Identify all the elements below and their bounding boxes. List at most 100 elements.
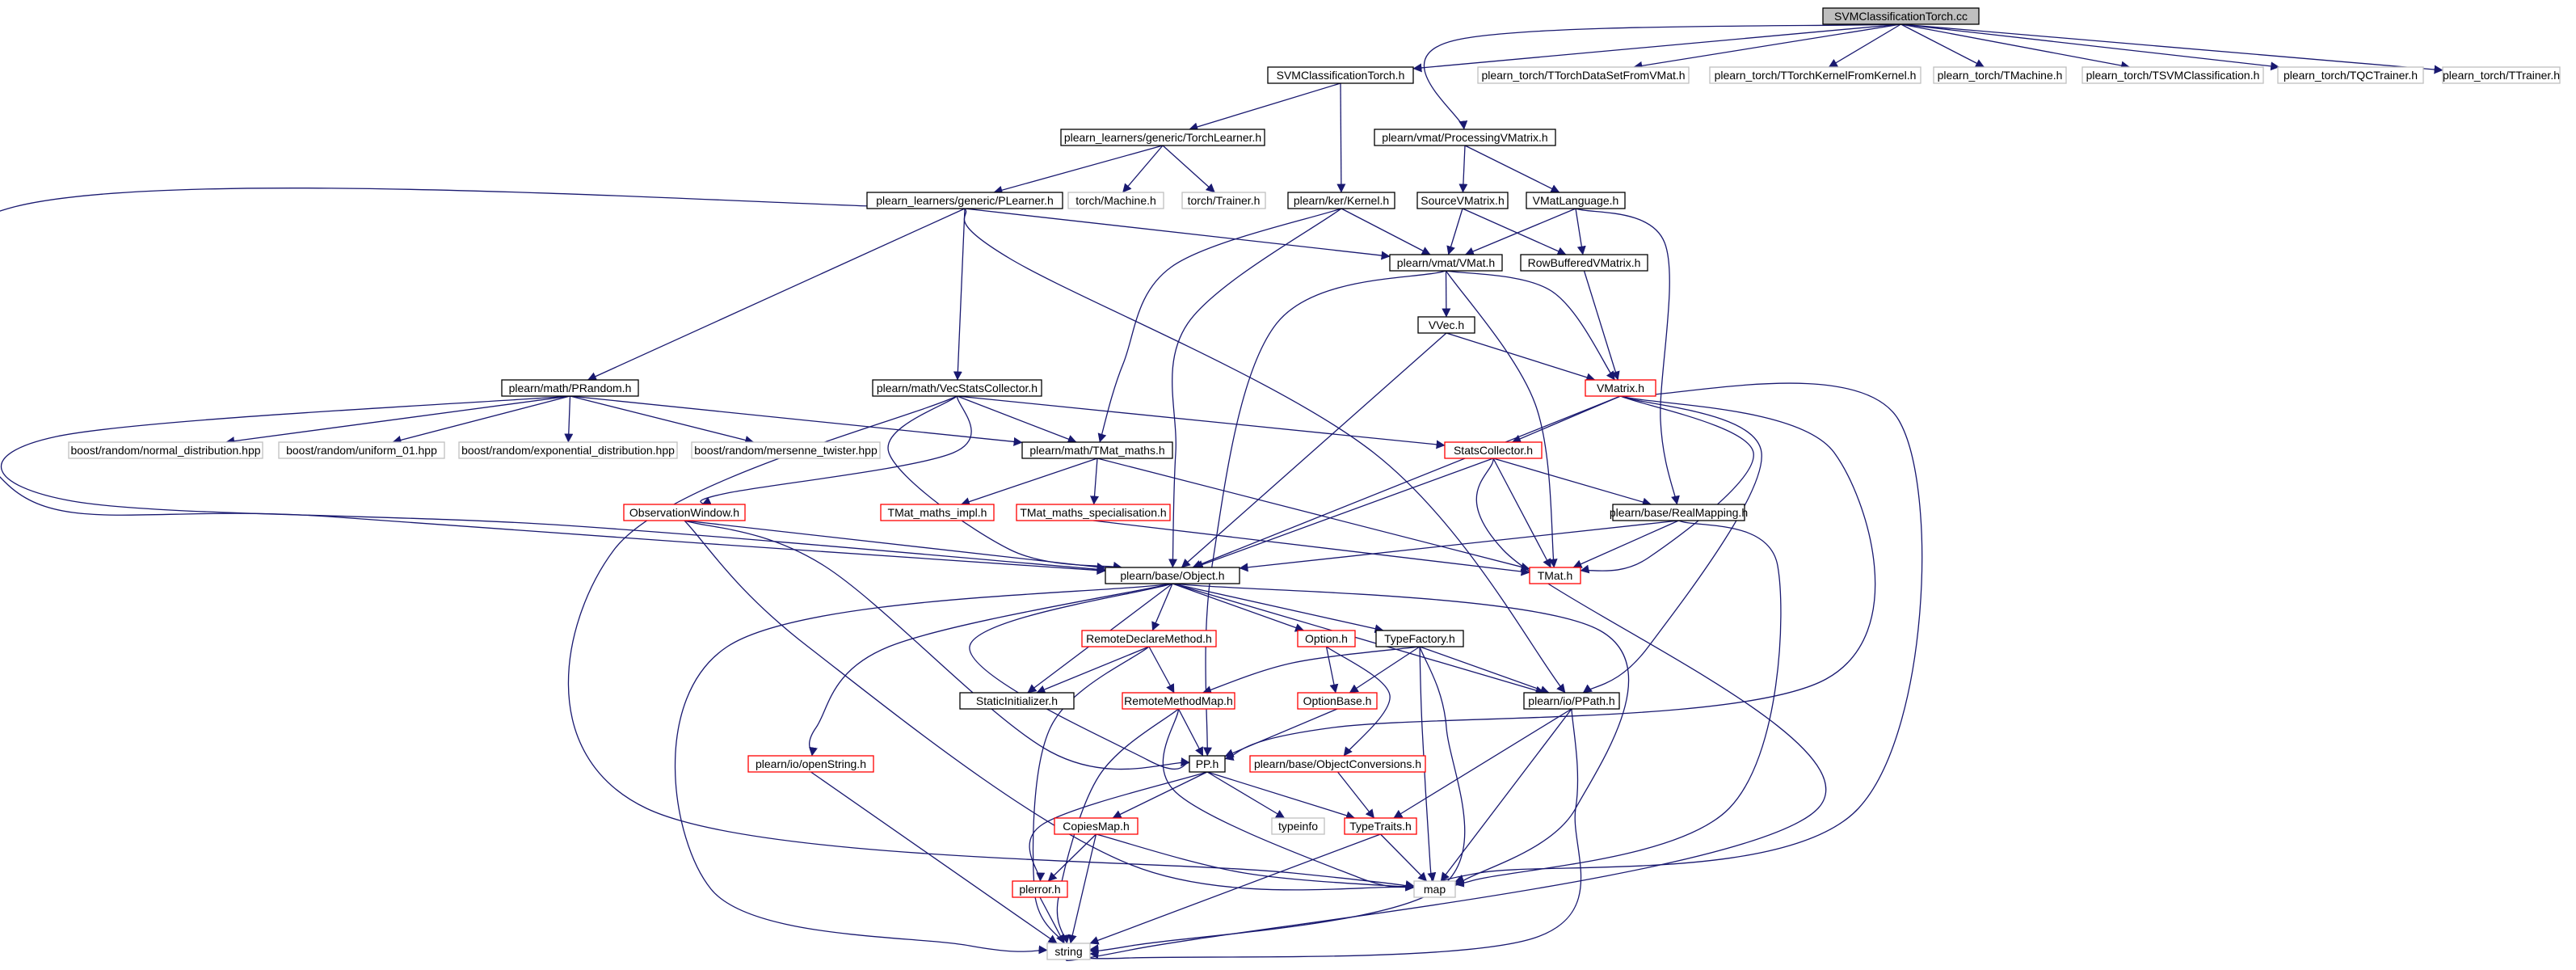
node-label: plearn/vmat/VMat.h bbox=[1397, 256, 1495, 269]
node-box bbox=[623, 504, 746, 521]
node-tt2[interactable]: TypeTraits.h bbox=[1344, 817, 1417, 835]
node-label: boost/random/exponential_distribution.hp… bbox=[461, 444, 675, 457]
node-rm[interactable]: plearn/base/RealMapping.h bbox=[1610, 504, 1748, 521]
edge-sc-to-rm bbox=[1492, 458, 1652, 507]
node-box bbox=[1249, 755, 1426, 773]
node-vmat[interactable]: plearn/vmat/VMat.h bbox=[1389, 254, 1503, 272]
node-cm[interactable]: CopiesMap.h bbox=[1054, 817, 1139, 835]
node-tl[interactable]: plearn_learners/generic/TorchLearner.h bbox=[1060, 129, 1265, 146]
edge-rbvm-to-vmx bbox=[1583, 270, 1620, 381]
edge-obj-to-tf bbox=[1172, 583, 1384, 634]
node-box bbox=[1822, 7, 1980, 25]
edge-vmat-to-vmx bbox=[1446, 270, 1615, 381]
node-svmh[interactable]: SVMClassificationTorch.h bbox=[1267, 66, 1414, 84]
node-prand[interactable]: plearn/math/PRandom.h bbox=[501, 379, 639, 397]
edge-tmm-to-tmi bbox=[961, 458, 1098, 506]
node-opt[interactable]: Option.h bbox=[1297, 630, 1356, 647]
node-label: StatsCollector.h bbox=[1454, 444, 1533, 457]
node-bu01: boost/random/uniform_01.hpp bbox=[278, 441, 445, 459]
node-tms[interactable]: TMat_maths_specialisation.h bbox=[1016, 504, 1171, 521]
node-ti: typeinfo bbox=[1271, 817, 1325, 835]
edge-vmat-to-pp bbox=[1202, 270, 1446, 757]
edge-vml-to-vmat bbox=[1464, 208, 1576, 256]
node-rmm[interactable]: RemoteMethodMap.h bbox=[1122, 692, 1235, 710]
edge-tmm-to-tmat bbox=[1096, 458, 1530, 571]
node-box bbox=[1709, 66, 1921, 84]
edge-prand-to-bnd bbox=[225, 395, 570, 446]
node-vml[interactable]: VMatLanguage.h bbox=[1526, 192, 1626, 209]
edge-vml-to-rm bbox=[1575, 208, 1680, 505]
node-rbvm[interactable]: RowBufferedVMatrix.h bbox=[1520, 254, 1648, 272]
edge-rdm-to-si bbox=[1036, 646, 1150, 694]
edge-tf-to-ob bbox=[1349, 646, 1421, 694]
node-label: boost/random/mersenne_twister.hpp bbox=[694, 444, 878, 457]
node-pvm[interactable]: plearn/vmat/ProcessingVMatrix.h bbox=[1374, 129, 1556, 146]
edge-rdm-to-rmm bbox=[1148, 646, 1175, 694]
edge-pvm-to-vml bbox=[1464, 145, 1560, 193]
node-box bbox=[2277, 66, 2424, 84]
node-label: TypeFactory.h bbox=[1384, 632, 1455, 645]
node-tf[interactable]: TypeFactory.h bbox=[1375, 630, 1464, 647]
node-vvec[interactable]: VVec.h bbox=[1417, 316, 1475, 334]
edge-ob-to-pp bbox=[1224, 708, 1338, 757]
edge-sc-to-tmat bbox=[1492, 458, 1551, 568]
node-root[interactable]: SVMClassificationTorch.cc bbox=[1822, 7, 1980, 25]
node-tmat[interactable]: TMat.h bbox=[1529, 567, 1581, 584]
node-label: TMat.h bbox=[1538, 569, 1573, 582]
node-label: VMatrix.h bbox=[1597, 382, 1644, 394]
edge-vmx-to-ppath bbox=[1582, 395, 1762, 694]
node-box bbox=[1060, 129, 1265, 146]
node-vmx[interactable]: VMatrix.h bbox=[1585, 379, 1656, 397]
edge-ow-to-pp bbox=[684, 520, 1190, 770]
node-label: CopiesMap.h bbox=[1063, 820, 1130, 833]
edge-prand-to-bmt bbox=[570, 395, 755, 445]
node-si[interactable]: StaticInitializer.h bbox=[959, 692, 1075, 710]
node-box bbox=[1523, 692, 1620, 710]
node-label: TMat_maths_impl.h bbox=[888, 506, 987, 519]
node-rdm[interactable]: RemoteDeclareMethod.h bbox=[1081, 630, 1217, 647]
node-pp[interactable]: PP.h bbox=[1189, 755, 1226, 773]
node-box bbox=[1297, 630, 1356, 647]
node-bexp: boost/random/exponential_distribution.hp… bbox=[458, 441, 678, 459]
node-label: SVMClassificationTorch.h bbox=[1277, 69, 1405, 82]
edge-svmx-to-rbvm bbox=[1462, 208, 1567, 255]
edge-obj-to-rdm bbox=[1151, 583, 1173, 631]
node-ow[interactable]: ObservationWindow.h bbox=[623, 504, 746, 521]
node-svmx[interactable]: SourceVMatrix.h bbox=[1416, 192, 1509, 209]
node-box bbox=[1067, 192, 1164, 209]
edge-vsc-to-sc bbox=[957, 395, 1446, 449]
edge-tl-to-pl bbox=[993, 145, 1164, 195]
node-tmm[interactable]: plearn/math/TMat_maths.h bbox=[1021, 441, 1173, 459]
node-box bbox=[1271, 817, 1325, 835]
edge-oc-to-tt2 bbox=[1336, 771, 1375, 819]
node-kern[interactable]: plearn/ker/Kernel.h bbox=[1287, 192, 1395, 209]
node-label: torch/Trainer.h bbox=[1188, 194, 1261, 207]
edge-cm-to-pe bbox=[1047, 833, 1096, 882]
edge-vsc-to-ow bbox=[700, 395, 972, 505]
node-obj[interactable]: plearn/base/Object.h bbox=[1105, 567, 1240, 584]
edge-svmx-to-vmat bbox=[1446, 208, 1463, 255]
node-os[interactable]: plearn/io/openString.h bbox=[747, 755, 874, 773]
edge-pl-to-vsc bbox=[953, 208, 966, 381]
node-vsc[interactable]: plearn/math/VecStatsCollector.h bbox=[872, 379, 1042, 397]
node-pl[interactable]: plearn_learners/generic/PLearner.h bbox=[866, 192, 1063, 209]
node-box bbox=[1054, 817, 1139, 835]
node-label: RowBufferedVMatrix.h bbox=[1528, 256, 1641, 269]
node-label: string bbox=[1054, 945, 1082, 958]
node-pe[interactable]: plerror.h bbox=[1012, 880, 1068, 898]
node-tmi[interactable]: TMat_maths_impl.h bbox=[880, 504, 995, 521]
node-box bbox=[1375, 630, 1464, 647]
edge-vsc-to-map bbox=[567, 395, 1415, 891]
edge-root-to-tqc bbox=[1900, 23, 2280, 71]
node-box bbox=[1585, 379, 1656, 397]
node-label: torch/Machine.h bbox=[1075, 194, 1156, 207]
edge-pl-to-obj bbox=[0, 188, 1106, 575]
node-oc[interactable]: plearn/base/ObjectConversions.h bbox=[1249, 755, 1426, 773]
node-label: TypeTraits.h bbox=[1349, 820, 1412, 833]
edge-vmx-to-pp bbox=[1224, 395, 1876, 761]
node-sc[interactable]: StatsCollector.h bbox=[1444, 441, 1543, 459]
node-ob[interactable]: OptionBase.h bbox=[1297, 692, 1378, 710]
edge-pp-to-tt2 bbox=[1206, 771, 1356, 820]
node-ppath[interactable]: plearn/io/PPath.h bbox=[1523, 692, 1620, 710]
node-box bbox=[959, 692, 1075, 710]
